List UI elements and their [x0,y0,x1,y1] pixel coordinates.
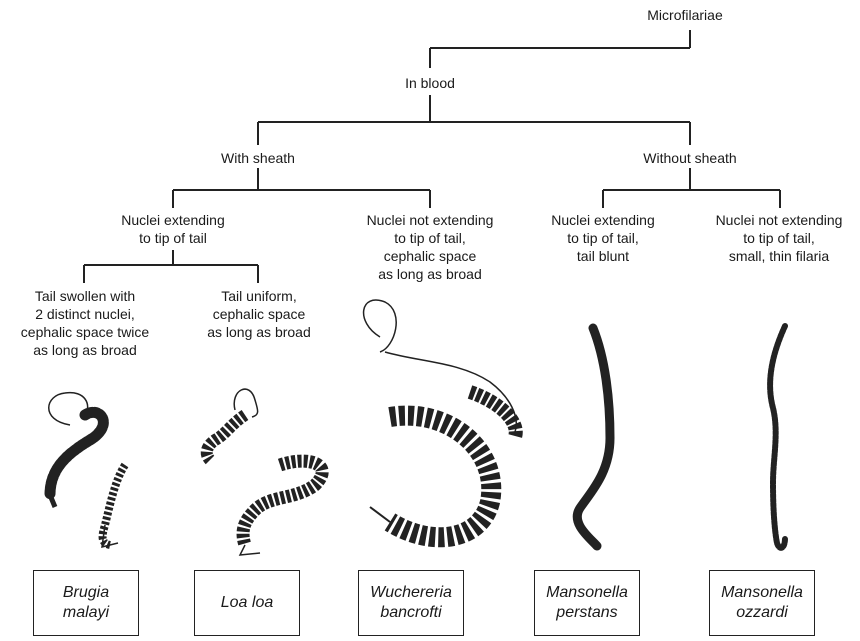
species-box-mansonella-ozzardi: Mansonella ozzardi [709,570,815,636]
wo-extending-label: Nuclei extending to tip of tail, tail bl… [528,211,678,265]
brugia-malayi-illustration [30,385,155,555]
species-name: Brugia malayi [63,583,109,623]
species-name: Mansonella ozzardi [721,583,803,623]
species-box-mansonella-perstans: Mansonella perstans [534,570,640,636]
species-name: Loa loa [221,593,274,613]
mansonella-perstans-illustration [565,318,655,558]
mansonella-ozzardi-illustration [745,318,825,558]
species-name: Wuchereria bancrofti [370,583,452,623]
loa-loa-illustration [190,375,340,560]
root-label: Microfilariae [600,6,770,24]
species-box-loa-loa: Loa loa [194,570,300,636]
ws-extending-label: Nuclei extending to tip of tail [93,211,253,247]
wuchereria-bancrofti-illustration [350,292,530,562]
species-box-wuchereria-bancrofti: Wuchereria bancrofti [358,570,464,636]
without-sheath-label: Without sheath [610,149,770,167]
in-blood-label: In blood [350,74,510,92]
loa-description: Tail uniform, cephalic space as long as … [186,287,332,341]
wo-not-extending-label: Nuclei not extending to tip of tail, sma… [698,211,860,265]
species-name: Mansonella perstans [546,583,628,623]
brugia-description: Tail swollen with 2 distinct nuclei, cep… [2,287,168,359]
species-box-brugia-malayi: Brugia malayi [33,570,139,636]
ws-not-extending-label: Nuclei not extending to tip of tail, cep… [345,211,515,283]
with-sheath-label: With sheath [180,149,336,167]
